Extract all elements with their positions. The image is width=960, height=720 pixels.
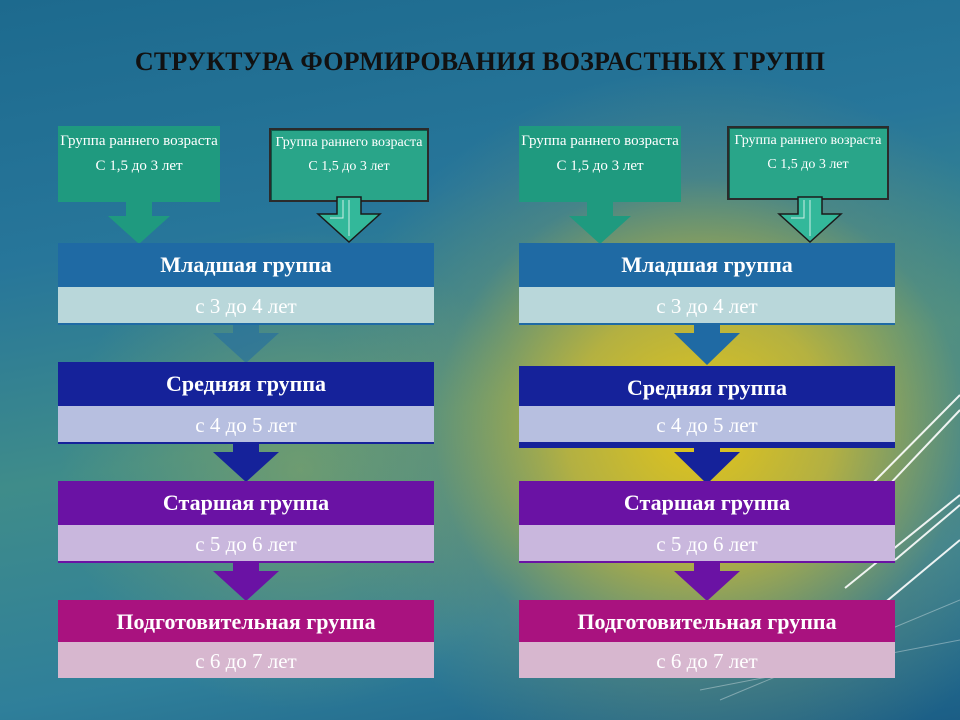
group-name: Подготовительная группа — [519, 600, 895, 644]
column-left: Группа раннего возраста С 1,5 до 3 лет Г… — [58, 0, 434, 720]
arrow-down-icon — [569, 202, 631, 244]
source-range: С 1,5 до 3 лет — [767, 157, 849, 172]
slide-title: СТРУКТУРА ФОРМИРОВАНИЯ ВОЗРАСТНЫХ ГРУПП — [134, 47, 826, 76]
group-junior: Младшая группа с 3 до 4 лет — [519, 243, 895, 325]
group-age-range: с 3 до 4 лет — [519, 287, 895, 323]
source-box: Группа раннего возраста С 1,5 до 3 лет — [519, 126, 681, 202]
source-range: С 1,5 до 3 лет — [95, 158, 183, 174]
group-middle: Средняя группа с 4 до 5 лет — [519, 366, 895, 448]
group-age-range: с 4 до 5 лет — [519, 406, 895, 442]
group-middle: Средняя группа с 4 до 5 лет — [58, 362, 434, 444]
group-preparatory: Подготовительная группа с 6 до 7 лет — [519, 600, 895, 682]
arrow-down-icon — [777, 196, 843, 244]
group-age-range: с 3 до 4 лет — [58, 287, 434, 323]
arrow-down-icon — [674, 442, 740, 484]
column-right: Группа раннего возраста С 1,5 до 3 лет Г… — [519, 0, 895, 720]
arrow-down-icon — [213, 561, 279, 601]
source-range: С 1,5 до 3 лет — [308, 159, 390, 174]
arrow-down-icon — [108, 202, 170, 244]
arrow-down-icon — [674, 561, 740, 601]
arrow-down-icon — [213, 442, 279, 482]
group-age-range: с 6 до 7 лет — [58, 642, 434, 678]
group-age-range: с 4 до 5 лет — [58, 406, 434, 442]
group-senior: Старшая группа с 5 до 6 лет — [519, 481, 895, 563]
arrow-down-icon — [316, 196, 382, 244]
source-box: Группа раннего возраста С 1,5 до 3 лет — [58, 126, 220, 202]
source-box-alt: Группа раннего возраста С 1,5 до 3 лет — [727, 126, 889, 200]
arrow-down-icon — [674, 323, 740, 365]
source-title: Группа раннего возраста — [275, 135, 423, 150]
group-senior: Старшая группа с 5 до 6 лет — [58, 481, 434, 563]
source-title: Группа раннего возраста — [60, 133, 218, 149]
group-junior: Младшая группа с 3 до 4 лет — [58, 243, 434, 325]
group-name: Подготовительная группа — [58, 600, 434, 644]
source-range: С 1,5 до 3 лет — [556, 158, 644, 174]
group-age-range: с 5 до 6 лет — [519, 525, 895, 561]
source-title: Группа раннего возраста — [521, 133, 679, 149]
group-preparatory: Подготовительная группа с 6 до 7 лет — [58, 600, 434, 682]
source-title: Группа раннего возраста — [734, 133, 882, 148]
group-age-range: с 6 до 7 лет — [519, 642, 895, 678]
group-age-range: с 5 до 6 лет — [58, 525, 434, 561]
arrow-down-icon — [213, 323, 279, 363]
source-box-alt: Группа раннего возраста С 1,5 до 3 лет — [269, 128, 429, 202]
